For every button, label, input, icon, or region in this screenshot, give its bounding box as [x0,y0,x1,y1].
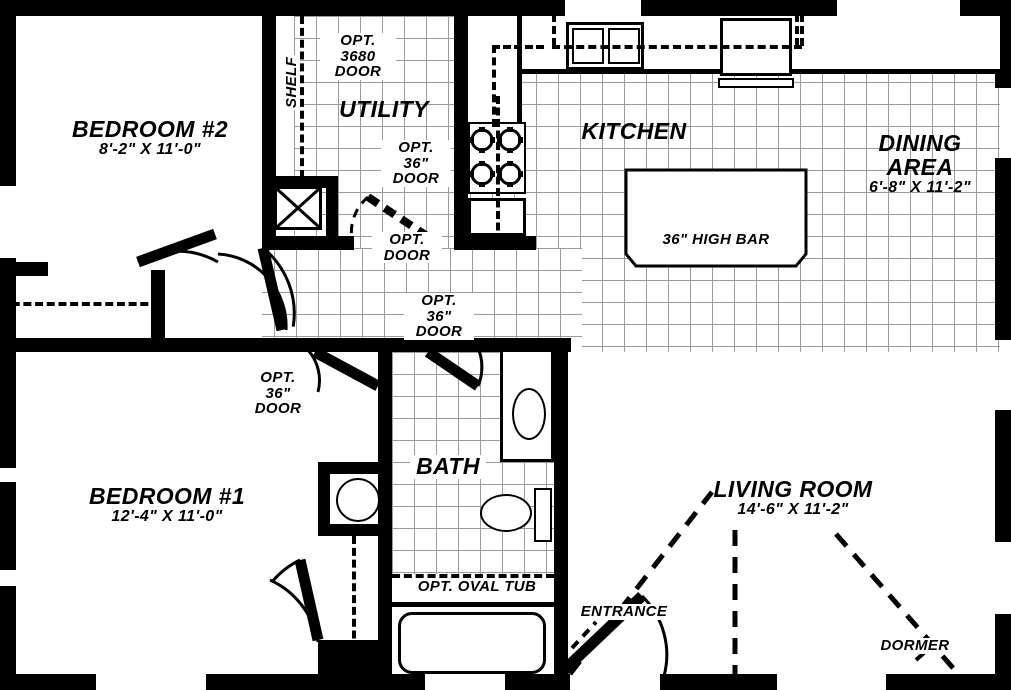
wall-tub-top [392,602,554,607]
wall-bedroom2-bottom2 [0,338,165,352]
bedroom1-dimensions: 12'-4" X 11'-0" [111,507,223,525]
washer-dryer-closet [274,186,322,230]
wall-vanity-top [318,462,392,474]
toilet-bowl [480,494,532,532]
annotation-entrance: ENTRANCE [572,604,676,620]
room-label-living: LIVING ROOM 14'-6" X 11'-2" [707,477,879,519]
closet-center-dash [352,536,356,674]
bedroom2-name: BEDROOM #2 [71,116,229,142]
wall-kitchen-bottom [454,236,536,250]
wall-wd-closet-top [262,176,338,188]
wall-wd-closet-right [326,176,338,240]
upper-cabinet-dash-top [492,45,544,49]
wall-vanity-left [318,462,330,536]
wall-bath-top [476,338,568,352]
annotation-dormer: DORMER [866,638,964,654]
wall-bath-left [378,352,392,674]
exterior-wall-left-a [0,0,16,186]
annotation-opt-3680-door: OPT. 3680 DOOR [320,33,396,80]
exterior-wall-bottom-d [660,674,777,690]
room-label-bath: BATH [410,454,486,479]
room-label-kitchen: KITCHEN [581,118,687,144]
range-center-dash [496,96,500,242]
dining-dimensions: 6'-8" X 11'-2" [869,178,971,196]
annotation-opt-door: OPT. DOOR [372,232,442,264]
exterior-wall-top-b [641,0,837,16]
upper-cabinet-dash-right [552,14,556,46]
room-label-bedroom1: BEDROOM #1 12'-4" X 11'-0" [72,484,262,526]
wall-bedroom2-bottom [0,262,48,276]
wall-bedroom2-jog [151,270,165,352]
annotation-opt-36-door-bed1: OPT. 36" DOOR [243,370,313,417]
annotation-shelf: SHELF [283,54,300,110]
toilet-tank [534,488,552,542]
room-label-bedroom2: BEDROOM #2 8'-2" X 11'-0" [60,116,240,159]
exterior-wall-right-b [995,158,1011,340]
bedroom-vanity-sink [336,478,380,522]
exterior-wall-left-b [0,258,16,468]
bathroom-lavatory-basin [512,388,546,440]
exterior-wall-bottom-b [206,674,425,690]
exterior-wall-right-d [995,614,1011,690]
tub-divider-dash [392,574,554,578]
shelf-dash [300,16,304,178]
exterior-wall-right-c [995,410,1011,542]
room-label-dining: DINING AREA 6'-8" X 11'-2" [846,131,994,196]
bedroom2-closet-dash [0,302,160,306]
exterior-wall-bottom-c [505,674,570,690]
tile-hallway [252,248,582,352]
room-label-utility: UTILITY [339,96,429,122]
upper-cabinet-dash-fridge [795,14,799,46]
annotation-high-bar: 36" HIGH BAR [662,231,770,248]
exterior-wall-bottom-a [0,674,96,690]
annotation-opt-36-door-hall: OPT. 36" DOOR [404,293,474,340]
exterior-wall-left-d [0,586,16,690]
living-dimensions: 14'-6" X 11'-2" [737,500,849,518]
exterior-wall-bottom-e [886,674,1011,690]
exterior-wall-top-a [0,0,565,16]
annotation-opt-oval-tub: OPT. OVAL TUB [417,578,537,595]
wall-bath-right [554,338,568,674]
refrigerator-base [718,78,794,88]
upper-cabinet-dash-left [492,45,496,127]
oval-bathtub [398,612,546,674]
upper-cabinet-dash-run [552,45,802,49]
annotation-opt-36-door-utility: OPT. 36" DOOR [381,140,451,187]
wall-utility-bottom [262,236,354,250]
wall-vanity-bottom [318,524,392,536]
exterior-wall-left-c [0,482,16,570]
bedroom2-dimensions: 8'-2" X 11'-0" [99,140,201,158]
upper-cabinet-dash-end [800,14,804,46]
wall-kitchen-left [454,16,468,250]
